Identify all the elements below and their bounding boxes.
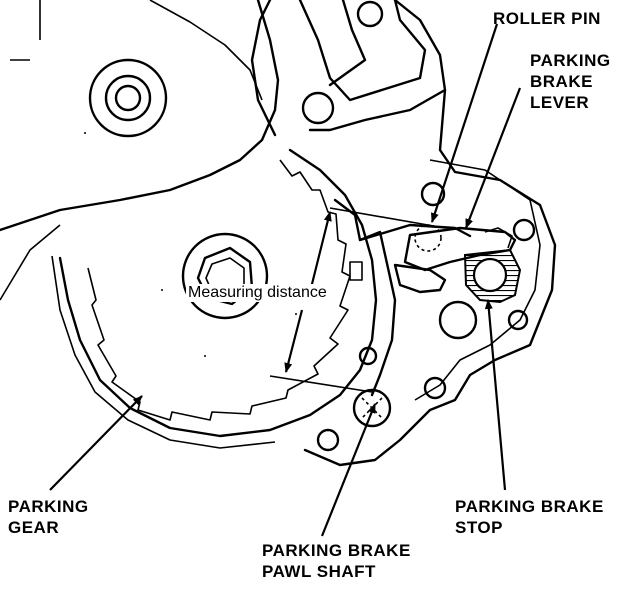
parking-gear (51, 148, 378, 449)
parking-brake-stop (463, 248, 522, 304)
stop-leader (484, 299, 507, 491)
gear-leader (49, 395, 143, 491)
leader-arrows (49, 23, 522, 537)
roller-pin-label: ROLLER PIN (493, 9, 601, 28)
lever-label-line-1: PARKING (530, 51, 611, 70)
lever-leader (464, 87, 522, 229)
stop-label-line-1: PARKING BRAKE (455, 497, 604, 516)
measuring-distance-dimension (269, 207, 446, 393)
parking-brake-lever-label: PARKING BRAKE LEVER (530, 50, 611, 113)
parking-gear-label: PARKING GEAR (8, 496, 89, 538)
measuring-distance-label: Measuring distance (186, 284, 329, 302)
scan-specks (84, 132, 297, 357)
pawl-shaft-label-line-2: PAWL SHAFT (262, 562, 376, 581)
lever-label-line-3: LEVER (530, 93, 590, 112)
roller-pin-leader (430, 23, 499, 223)
pawl-shaft-leader (320, 403, 377, 537)
upper-shaft (0, 0, 280, 301)
parking-brake-pawl-shaft-label: PARKING BRAKE PAWL SHAFT (262, 540, 411, 582)
gear-label-line-2: GEAR (8, 518, 60, 537)
parking-brake-stop-label: PARKING BRAKE STOP (455, 496, 604, 538)
transmission-housing (250, 0, 557, 467)
parking-brake-pawl (333, 198, 472, 428)
stop-label-line-2: STOP (455, 518, 503, 537)
gear-label-line-1: PARKING (8, 497, 89, 516)
pawl-shaft-label-line-1: PARKING BRAKE (262, 541, 411, 560)
lever-label-line-2: BRAKE (530, 72, 593, 91)
